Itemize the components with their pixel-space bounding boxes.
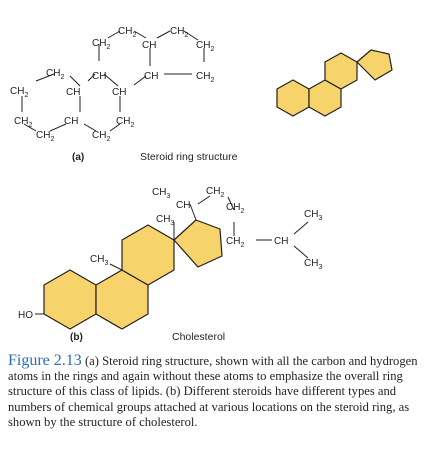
figure-caption-text: (a) Steroid ring structure, shown with a…	[8, 354, 418, 429]
svg-text:CH2: CH2	[14, 116, 32, 129]
panel-a-caption: Steroid ring structure	[140, 151, 238, 163]
group-ch2: CH	[116, 116, 130, 127]
group-ch2: CH	[170, 26, 184, 37]
svg-text:CH2: CH2	[10, 86, 28, 99]
ring-d	[356, 49, 393, 81]
svg-text:CH2: CH2	[92, 38, 110, 51]
svg-text:CH3: CH3	[304, 209, 322, 222]
panel-b-caption: Cholesterol	[172, 331, 225, 343]
svg-text:CH2: CH2	[196, 40, 214, 53]
atom-labels: CH2 CH2 CH2 CH CH2 CH2 CH CH CH2 CH2 CH …	[10, 26, 214, 143]
svg-text:CH2: CH2	[226, 236, 244, 249]
cholesterol-rings	[43, 219, 223, 330]
svg-text:CH2: CH2	[36, 130, 54, 143]
hydroxyl-label: HO	[18, 310, 33, 321]
group-ch2: CH	[226, 202, 240, 213]
group-ch2: CH	[36, 130, 50, 141]
ring-a	[43, 269, 97, 330]
group-ch2: CH	[92, 38, 106, 49]
group-ch3: CH	[304, 258, 318, 269]
group-ch2: CH	[196, 40, 210, 51]
svg-text:CH2: CH2	[116, 116, 134, 129]
svg-text:CH3: CH3	[152, 187, 170, 200]
panel-a-label: (a)	[72, 152, 84, 163]
cholesterol-labels: HO CH3 CH3 CH3 CH CH2 CH2 CH2 CH CH3 CH3	[18, 186, 322, 321]
group-ch2: CH	[10, 86, 24, 97]
methyl-bond	[109, 263, 123, 271]
steroid-ring-skeleton	[276, 49, 393, 117]
ring-c	[324, 52, 358, 90]
figure-label: Figure 2.13	[8, 352, 82, 369]
group-ch: CH	[92, 71, 106, 82]
figure-caption: Figure 2.13 (a) Steroid ring structure, …	[8, 353, 432, 430]
group-ch3: CH	[156, 214, 170, 225]
group-ch3: CH	[304, 209, 318, 220]
group-ch: CH	[274, 236, 288, 247]
group-ch: CH	[66, 87, 80, 98]
group-ch2: CH	[92, 130, 106, 141]
svg-text:CH2: CH2	[118, 26, 136, 39]
svg-text:CH2: CH2	[196, 71, 214, 84]
group-ch: CH	[142, 40, 156, 51]
group-ch2: CH	[46, 68, 60, 79]
svg-text:CH3: CH3	[90, 254, 108, 267]
svg-text:CH2: CH2	[206, 186, 224, 199]
svg-text:CH2: CH2	[170, 26, 188, 39]
group-ch: CH	[144, 71, 158, 82]
group-ch3: CH	[152, 187, 166, 198]
ring-a	[276, 79, 310, 117]
group-ch: CH	[64, 116, 78, 127]
cholesterol-bonds	[35, 195, 309, 329]
group-ch: CH	[176, 200, 190, 211]
figure-diagram: CH2 CH2 CH2 CH CH2 CH2 CH CH CH2 CH2 CH …	[10, 26, 393, 343]
double-bond	[100, 316, 121, 329]
svg-text:CH2: CH2	[46, 68, 64, 81]
group-ch2: CH	[196, 71, 210, 82]
group-ch2: CH	[118, 26, 132, 37]
panel-b-label: (b)	[70, 332, 83, 343]
group-ch2: CH	[14, 116, 28, 127]
svg-text:CH2: CH2	[226, 202, 244, 215]
group-ch2: CH	[226, 236, 240, 247]
svg-text:CH3: CH3	[304, 258, 322, 271]
group-ch3: CH	[90, 254, 104, 265]
svg-text:CH2: CH2	[92, 130, 110, 143]
ring-d	[173, 219, 223, 268]
group-ch: CH	[112, 87, 126, 98]
steroid-atom-diagram	[21, 30, 205, 132]
group-ch2: CH	[206, 186, 220, 197]
svg-text:CH3: CH3	[156, 214, 174, 227]
